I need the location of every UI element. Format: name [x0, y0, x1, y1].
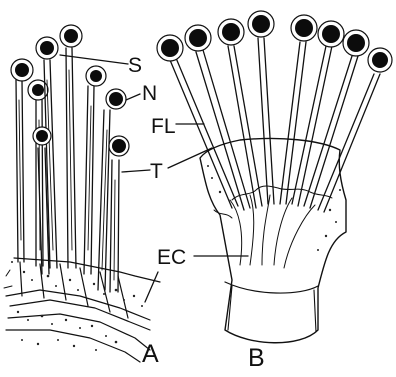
panel-a-cell-8 [109, 136, 129, 292]
panel-a-stipple [11, 261, 143, 351]
leader-t-b [168, 148, 212, 168]
panel-a-cell-5 [60, 25, 82, 268]
label-s: S [128, 54, 142, 77]
panel-a-epithelium [4, 258, 160, 362]
label-b: B [248, 344, 265, 372]
organ-stipple [207, 165, 341, 251]
label-ec: EC [157, 246, 186, 269]
leader-n [126, 94, 140, 100]
panel-b-cell-3 [218, 19, 262, 208]
leader-ec-a [145, 272, 158, 302]
leader-t [122, 170, 150, 172]
leader-s [60, 55, 128, 64]
panel-b-drawing [157, 11, 392, 343]
panel-b-cell-4 [248, 11, 274, 204]
label-a: A [142, 340, 159, 368]
label-t: T [150, 160, 163, 183]
label-n: N [142, 82, 157, 105]
panel-b-cell-8 [318, 48, 392, 212]
label-fl: FL [151, 115, 176, 138]
